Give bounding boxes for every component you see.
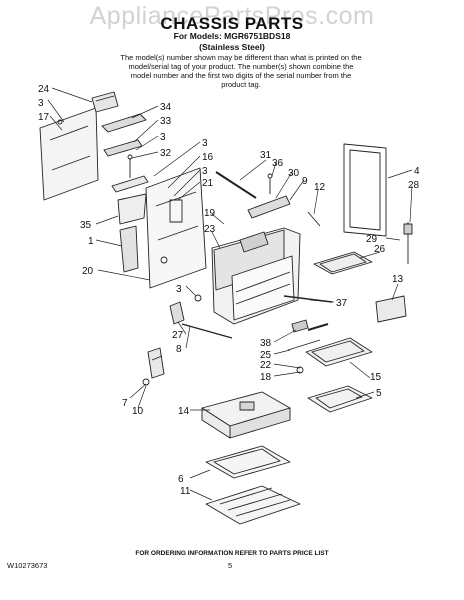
models-line: For Models: MGR6751BDS18: [173, 31, 291, 41]
sensor-part: [403, 222, 413, 264]
document-part-number: W10273673: [7, 561, 48, 570]
callout-10: 10: [132, 406, 144, 417]
callout-37: 37: [336, 298, 348, 309]
callout-34: 34: [160, 102, 172, 113]
callout-6: 6: [178, 474, 184, 485]
callout-28: 28: [408, 180, 420, 191]
vent-duct-parts: [101, 113, 149, 193]
element-38-part: [287, 319, 329, 351]
probe-rod-part: [307, 211, 321, 227]
callout-19: 19: [204, 208, 216, 219]
callout-12: 12: [314, 182, 326, 193]
top-bracket-part: [91, 91, 119, 113]
oven-cavity-part: [211, 227, 301, 325]
callout-21: 21: [202, 178, 214, 189]
callout-30: 30: [288, 168, 300, 179]
tray-5-part: [296, 366, 373, 413]
callout-31: 31: [260, 150, 272, 161]
callout-17: 17: [38, 112, 50, 123]
tray-15-part: [305, 337, 373, 367]
callout-7: 7: [122, 398, 128, 409]
callout-36: 36: [272, 158, 284, 169]
page-number: 5: [228, 561, 233, 570]
callout-23: 23: [204, 224, 216, 235]
callout-3: 3: [176, 284, 182, 295]
callout-20: 20: [82, 266, 94, 277]
callout-3: 3: [202, 138, 208, 149]
drawer-6-part: [205, 445, 291, 479]
left-bracket-parts: [169, 294, 233, 339]
back-panel-part: [39, 107, 99, 201]
drawer-11-part: [205, 485, 301, 525]
callout-33: 33: [160, 116, 172, 127]
callout-5: 5: [376, 388, 382, 399]
page-title: CHASSIS PARTS: [160, 14, 304, 33]
ordering-footer: FOR ORDERING INFORMATION REFER TO PARTS …: [135, 550, 329, 557]
side-panel-part: [145, 167, 207, 289]
callout-25: 25: [260, 350, 272, 361]
callout-14: 14: [178, 406, 190, 417]
model-note: The model(s) number shown may be differe…: [120, 53, 362, 89]
callout-16: 16: [202, 152, 214, 163]
callout-38: 38: [260, 338, 272, 349]
callout-29: 29: [366, 234, 378, 245]
bracket-13-part: [375, 295, 407, 323]
callout-26: 26: [374, 244, 386, 255]
callout-4: 4: [414, 166, 420, 177]
callout-27: 27: [172, 330, 184, 341]
drawer-14-part: [201, 391, 291, 439]
callout-18: 18: [260, 372, 272, 383]
callout-3: 3: [160, 132, 166, 143]
door-gasket-part: [343, 143, 387, 237]
callout-13: 13: [392, 274, 404, 285]
callout-9: 9: [302, 176, 308, 187]
callout-32: 32: [160, 148, 172, 159]
callout-1: 1: [88, 236, 94, 247]
leader-lines: [47, 87, 413, 501]
element-26-part: [313, 251, 373, 275]
callout-22: 22: [260, 360, 272, 371]
material-line: (Stainless Steel): [199, 42, 265, 52]
watermark: AppliancePartsPros.com: [89, 2, 375, 30]
callout-35: 35: [80, 220, 92, 231]
side-duct-parts: [117, 193, 147, 273]
callout-8: 8: [176, 344, 182, 355]
callout-15: 15: [370, 372, 382, 383]
callout-3: 3: [38, 98, 44, 109]
callout-11: 11: [180, 486, 191, 497]
top-rail-parts: [215, 171, 291, 219]
callout-3: 3: [202, 166, 208, 177]
hinge-foot-parts: [142, 347, 165, 386]
callout-24: 24: [38, 84, 50, 95]
